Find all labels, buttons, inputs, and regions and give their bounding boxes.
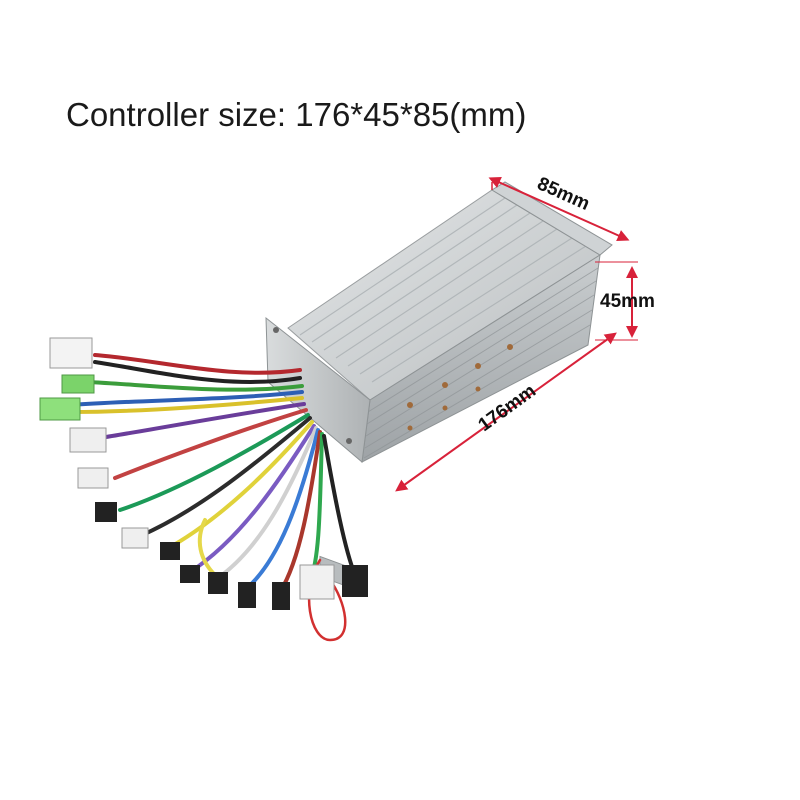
wire-connectors xyxy=(39,337,368,610)
length-arrow xyxy=(395,332,617,492)
height-label: 45mm xyxy=(600,291,655,312)
caption-title: Controller size: 176*45*85(mm) xyxy=(66,96,527,133)
width-arrow xyxy=(488,176,630,242)
